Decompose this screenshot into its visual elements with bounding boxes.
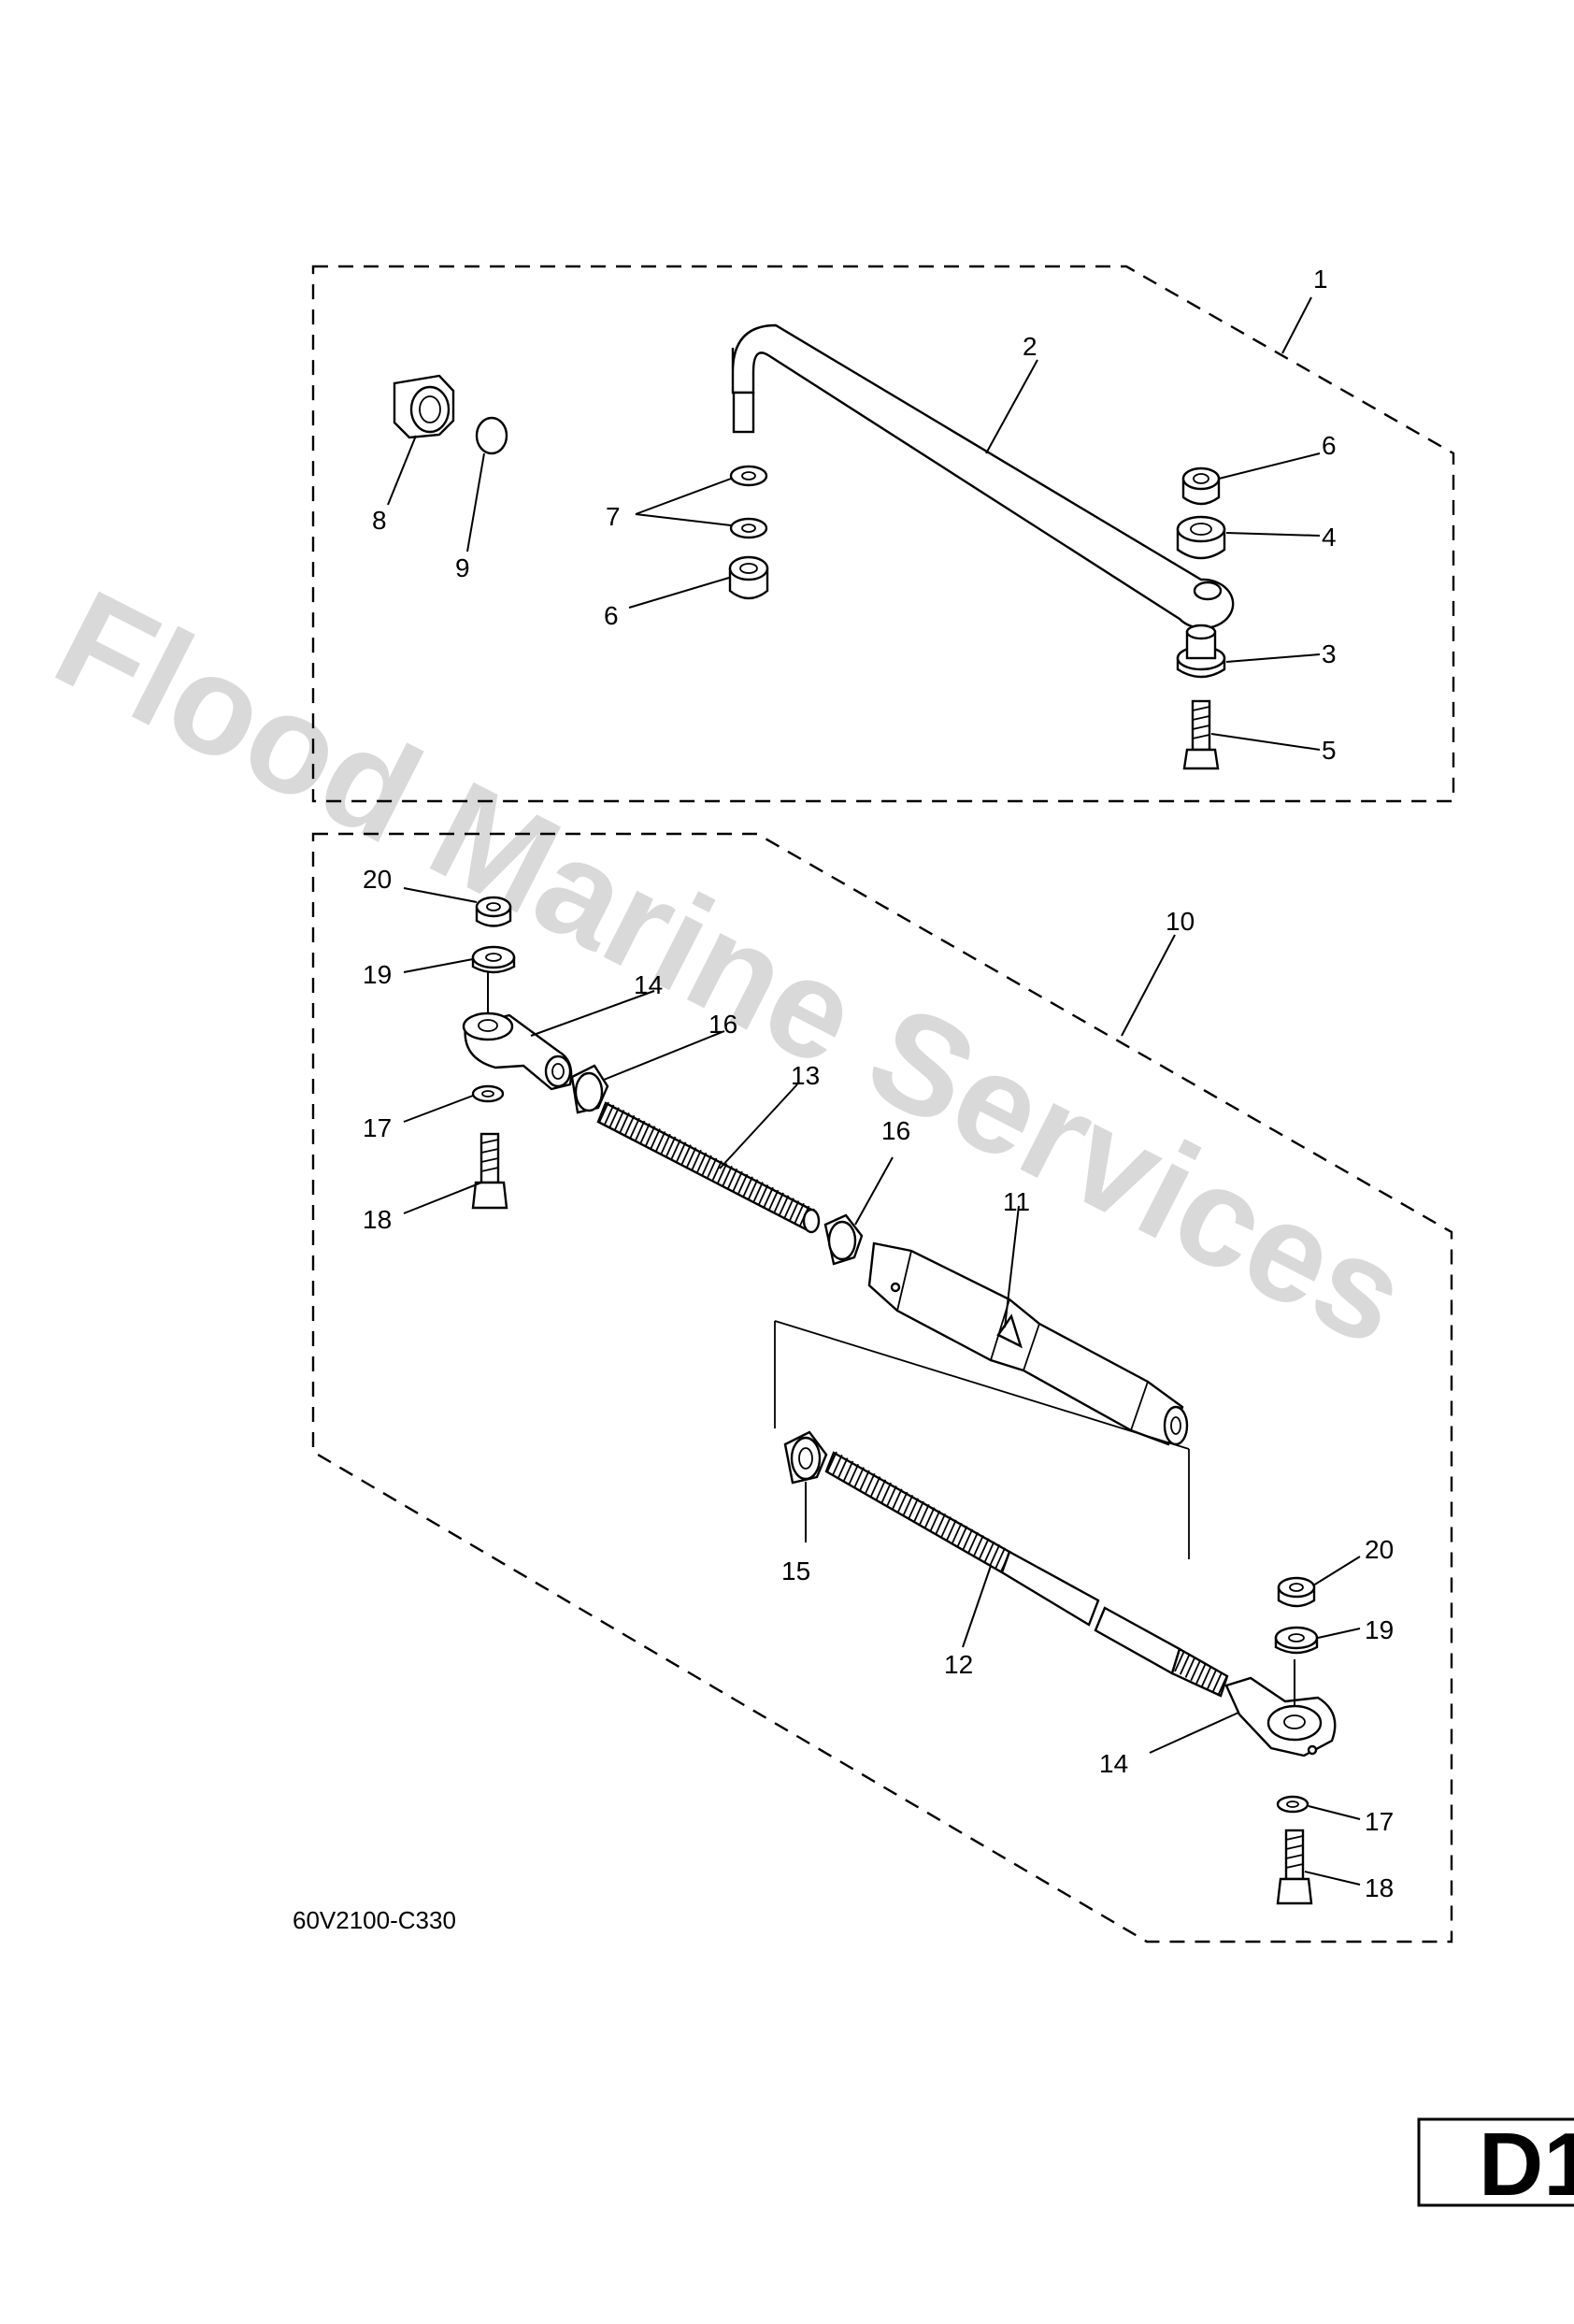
part-5-bolt [1182, 699, 1220, 770]
callout-7: 7 [606, 502, 621, 531]
part-8-nut [393, 374, 455, 439]
part-14-rod-end-right [1224, 1676, 1337, 1757]
leader-lines-lower [403, 887, 1361, 1886]
part-4-bushing [1176, 515, 1226, 560]
callout-19-right: 19 [1365, 1615, 1394, 1644]
part-20-nut-left [475, 896, 512, 927]
part-18-bolt-right [1276, 1829, 1313, 1905]
callout-18-right: 18 [1365, 1873, 1394, 1902]
callout-16-right: 16 [881, 1116, 910, 1145]
part-20-nut-right [1277, 1576, 1316, 1608]
part-6-nut-right [1181, 466, 1221, 506]
part-16-nut-left [570, 1064, 609, 1114]
callout-17-right: 17 [1365, 1807, 1394, 1836]
part-2-steering-rod [731, 323, 1235, 630]
part-11-tube [867, 1241, 1189, 1446]
part-7-washers [729, 465, 768, 539]
part-18-bolt-left [471, 1132, 508, 1210]
callout-12: 12 [944, 1650, 973, 1679]
callout-4: 4 [1322, 523, 1337, 552]
callout-20-right: 20 [1365, 1535, 1394, 1564]
callout-2: 2 [1023, 332, 1037, 361]
callout-6-left: 6 [604, 601, 619, 630]
callout-5: 5 [1322, 736, 1337, 765]
callout-14-right: 14 [1099, 1749, 1128, 1778]
page-tab-label: D1 [1479, 2115, 1574, 2215]
callout-3: 3 [1322, 639, 1337, 668]
drawing-code: 60V2100-C330 [293, 1906, 456, 1934]
part-16-nut-right [823, 1213, 864, 1266]
assembly-1-boundary [311, 265, 1455, 803]
callout-6-right: 6 [1322, 431, 1337, 460]
part-17-washer-right [1276, 1795, 1309, 1814]
part-14-rod-end-left [462, 1011, 573, 1091]
callout-14-left: 14 [634, 970, 663, 999]
callout-20-left: 20 [363, 865, 392, 894]
callout-17-left: 17 [363, 1113, 392, 1142]
callout-19-left: 19 [363, 960, 392, 989]
part-9-o-ring [475, 416, 508, 455]
callout-11: 11 [1003, 1187, 1030, 1216]
callout-13: 13 [791, 1061, 820, 1090]
callout-10: 10 [1166, 907, 1195, 936]
part-6-nut-left [728, 555, 769, 600]
part-12-threaded-rod [824, 1451, 1229, 1698]
part-15-nut [783, 1430, 828, 1485]
leader-lines-upper [387, 296, 1321, 751]
callout-labels: 1 2 3 4 5 6 6 7 8 9 10 11 12 13 14 14 15… [363, 265, 1394, 1902]
callout-8: 8 [372, 506, 387, 535]
part-19-washer-left [471, 945, 516, 974]
assembly-10-boundary [311, 832, 1453, 1944]
part-19-washer-right [1274, 1626, 1319, 1655]
callout-18-left: 18 [363, 1205, 392, 1234]
watermark-text: Flood Marine Services [33, 560, 1430, 1376]
group-bracket [774, 1320, 1190, 1559]
callout-15: 15 [781, 1557, 810, 1585]
callout-16-left: 16 [708, 1010, 737, 1039]
part-3-collar-bushing [1176, 624, 1226, 679]
callout-9: 9 [455, 553, 470, 582]
callout-1: 1 [1313, 265, 1328, 294]
page-tab: D1 [1417, 2115, 1574, 2215]
part-13-threaded-rod [596, 1101, 821, 1234]
part-17-washer-left [471, 1084, 505, 1103]
